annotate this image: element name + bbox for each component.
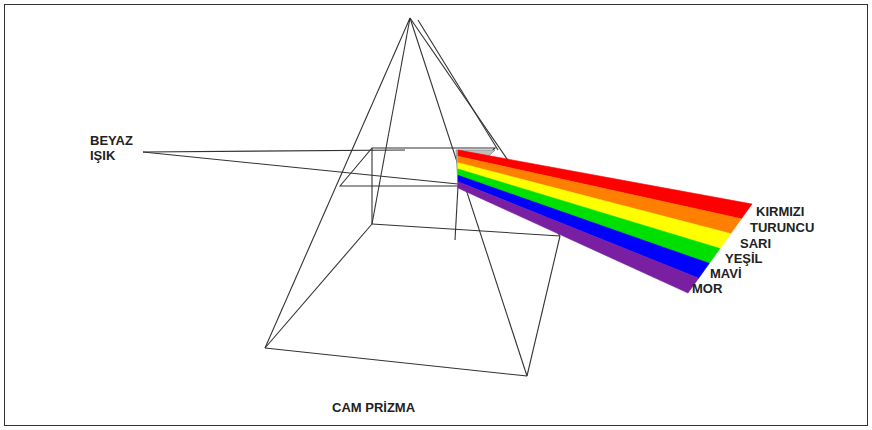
color-label: MOR [692, 281, 722, 296]
light-label: BEYAZ IŞIK [90, 133, 133, 163]
prism-label: CAM PRİZMA [332, 400, 415, 415]
color-label: SARI [740, 236, 771, 251]
color-label: MAVİ [710, 266, 742, 281]
spectrum-band [458, 182, 699, 293]
color-label: YEŞİL [725, 251, 763, 266]
frame [5, 5, 868, 426]
color-label: TURUNCU [750, 220, 814, 235]
spectrum [458, 150, 752, 293]
spectrum-band [458, 175, 709, 278]
spectrum-band [458, 169, 720, 263]
color-label: KIRMIZI [756, 204, 804, 219]
white-light-beam [143, 150, 458, 184]
